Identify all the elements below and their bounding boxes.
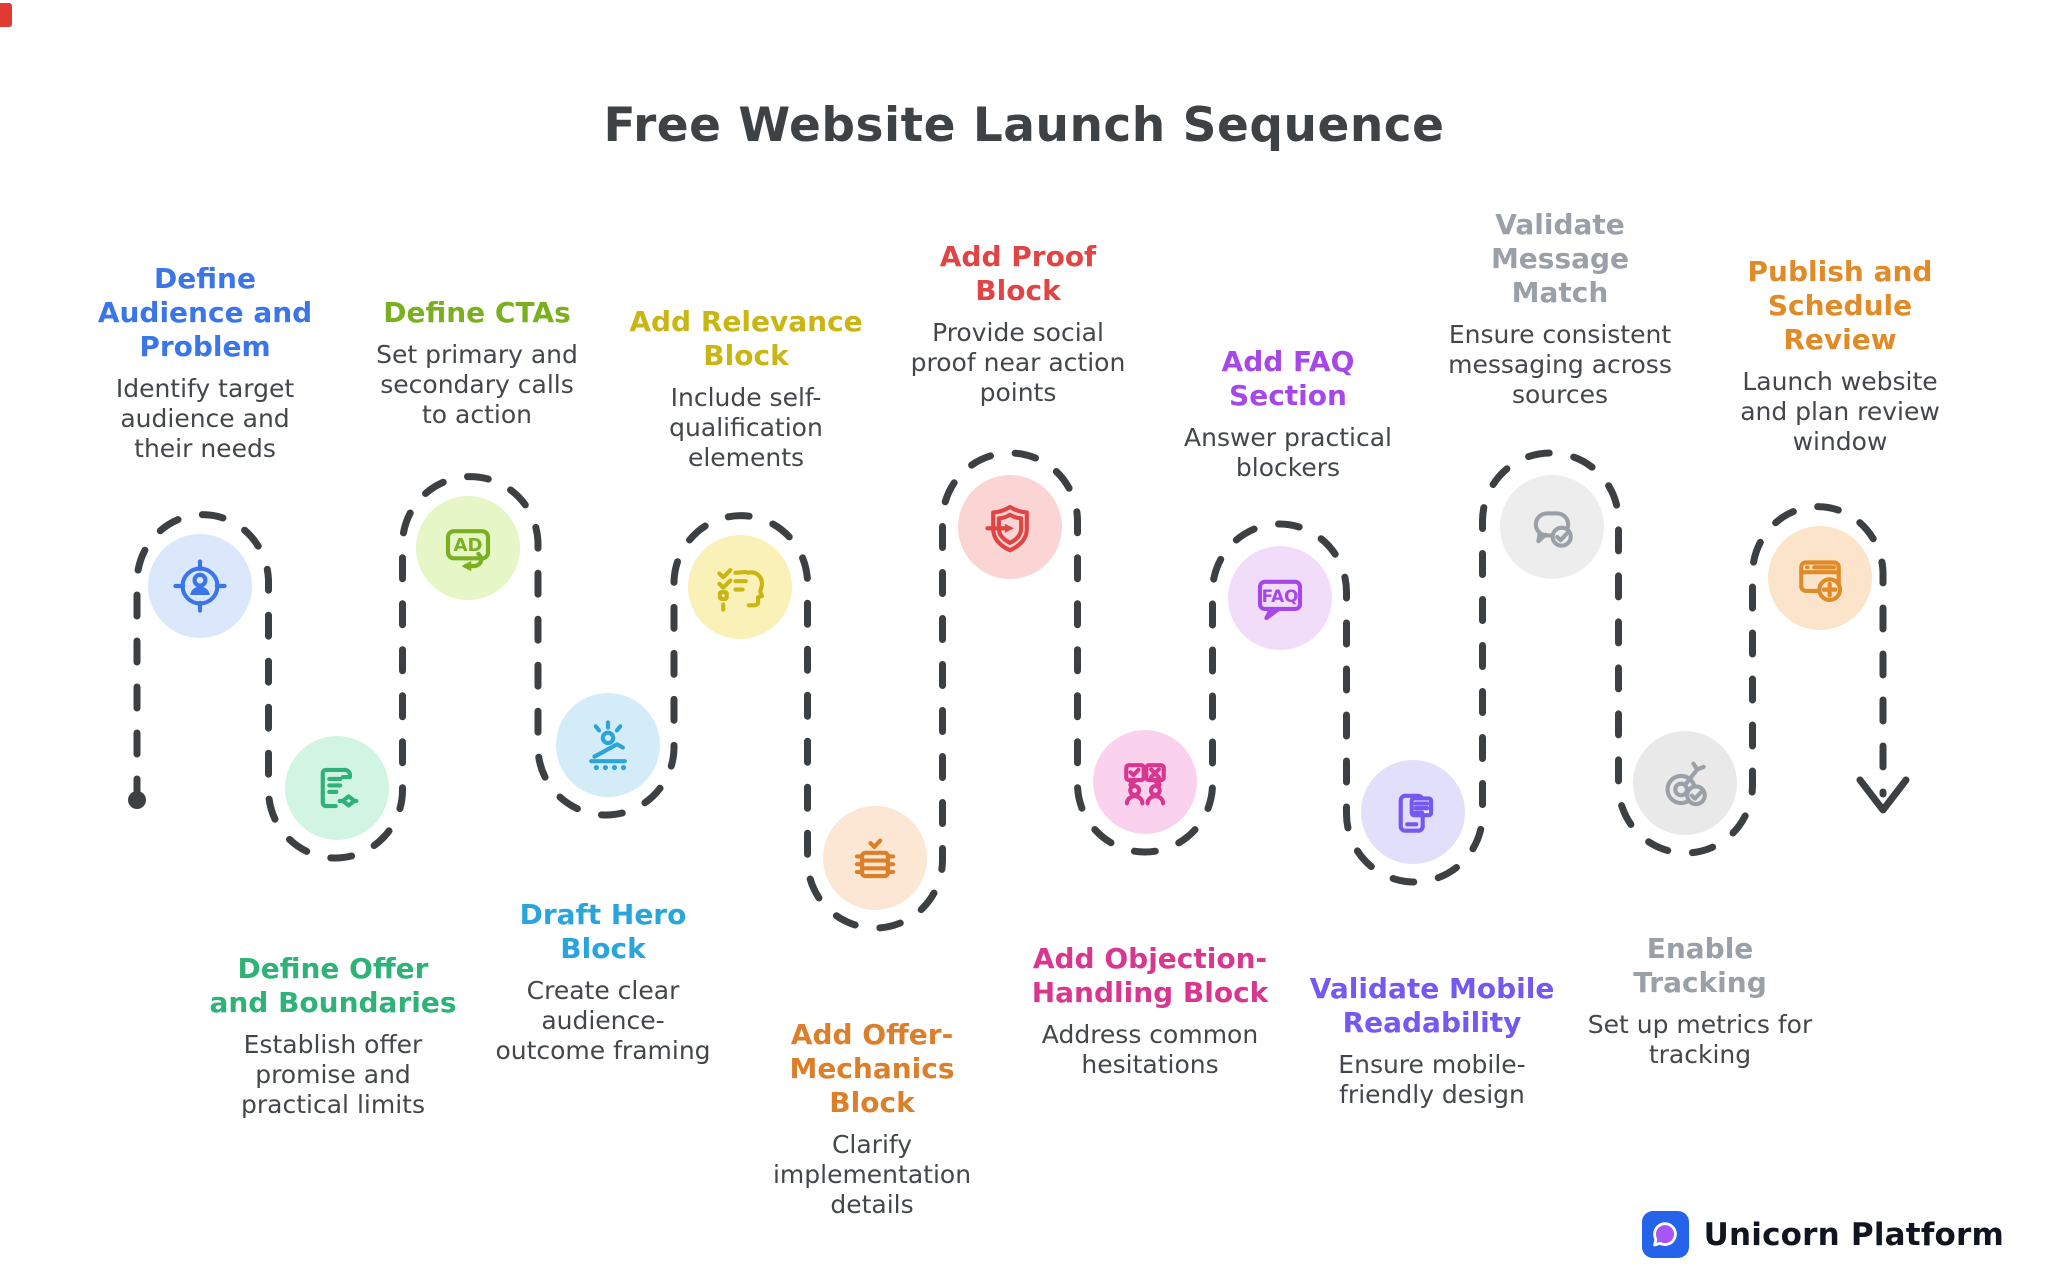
step-node-9: FAQ bbox=[1228, 546, 1332, 650]
step-description: Provide social proof near action points bbox=[910, 318, 1126, 407]
faq-bubble-icon: FAQ bbox=[1257, 579, 1303, 621]
route-end-arrow-icon bbox=[1856, 776, 1910, 814]
checklist-head-icon bbox=[717, 568, 765, 612]
hero-person-icon bbox=[589, 720, 627, 771]
step-node-4 bbox=[556, 693, 660, 797]
route-start-dot bbox=[128, 791, 146, 809]
step-title: Add Objection- Handling Block bbox=[1031, 942, 1269, 1009]
brand-name: Unicorn Platform bbox=[1703, 1216, 2004, 1253]
step-node-12 bbox=[1633, 731, 1737, 835]
step-title: Define Offer and Boundaries bbox=[209, 952, 457, 1019]
step-description: Launch website and plan review window bbox=[1740, 367, 1940, 456]
step-title: Enable Tracking bbox=[1633, 932, 1767, 999]
step-title: Validate Mobile Readability bbox=[1309, 972, 1555, 1039]
step-title: Validate Message Match bbox=[1490, 208, 1630, 309]
step-description: Ensure consistent messaging across sourc… bbox=[1448, 320, 1672, 409]
dashed-route-line bbox=[133, 449, 1887, 932]
crate-check-icon bbox=[854, 838, 896, 879]
step-description: Clarify implementation details bbox=[772, 1130, 972, 1219]
page-title: Free Website Launch Sequence bbox=[603, 98, 1445, 153]
svg-text:AD: AD bbox=[454, 535, 483, 556]
shield-arrow-icon bbox=[985, 504, 1029, 553]
unicorn-platform-logo-icon bbox=[1641, 1211, 1689, 1258]
step-node-2 bbox=[285, 736, 389, 840]
step-description: Set up metrics for tracking bbox=[1587, 1010, 1813, 1069]
step-title: Add Offer- Mechanics Block bbox=[789, 1018, 955, 1119]
step-node-6 bbox=[823, 806, 927, 910]
objection-people-icon bbox=[1124, 763, 1166, 806]
step-title: Publish and Schedule Review bbox=[1747, 255, 1933, 356]
step-node-8 bbox=[1093, 730, 1197, 834]
message-check-icon bbox=[1533, 511, 1573, 548]
brand-footer: Unicorn Platform bbox=[1641, 1211, 2004, 1258]
step-description: Establish offer promise and practical li… bbox=[241, 1030, 425, 1119]
step-title: Add Relevance Block bbox=[629, 305, 863, 372]
step-title: Define CTAs bbox=[383, 296, 571, 329]
step-node-3: AD bbox=[416, 496, 520, 600]
step-description: Identify target audience and their needs bbox=[115, 374, 295, 463]
step-node-10 bbox=[1361, 760, 1465, 864]
ad-click-icon: AD bbox=[445, 529, 491, 572]
red-corner-mark bbox=[0, 3, 12, 27]
target-dart-check-icon bbox=[1665, 761, 1707, 807]
step-title: Define Audience and Problem bbox=[97, 262, 313, 363]
step-node-13 bbox=[1768, 526, 1872, 630]
step-title: Add Proof Block bbox=[939, 240, 1097, 307]
step-title: Add FAQ Section bbox=[1221, 345, 1355, 412]
step-node-1 bbox=[148, 534, 252, 638]
step-description: Create clear audience- outcome framing bbox=[495, 976, 711, 1065]
step-description: Set primary and secondary calls to actio… bbox=[376, 340, 578, 429]
step-description: Include self- qualification elements bbox=[669, 383, 823, 472]
browser-plus-icon bbox=[1799, 560, 1843, 603]
contract-document-icon bbox=[320, 767, 359, 809]
step-node-7 bbox=[958, 475, 1062, 579]
step-description: Address common hesitations bbox=[1041, 1020, 1259, 1079]
step-description: Answer practical blockers bbox=[1184, 423, 1392, 482]
target-user-icon bbox=[173, 559, 227, 613]
step-description: Ensure mobile- friendly design bbox=[1338, 1050, 1526, 1109]
step-node-11 bbox=[1500, 475, 1604, 579]
step-node-5 bbox=[688, 535, 792, 639]
svg-text:FAQ: FAQ bbox=[1262, 586, 1299, 606]
phone-text-icon bbox=[1398, 793, 1434, 833]
step-title: Draft Hero Block bbox=[519, 898, 687, 965]
